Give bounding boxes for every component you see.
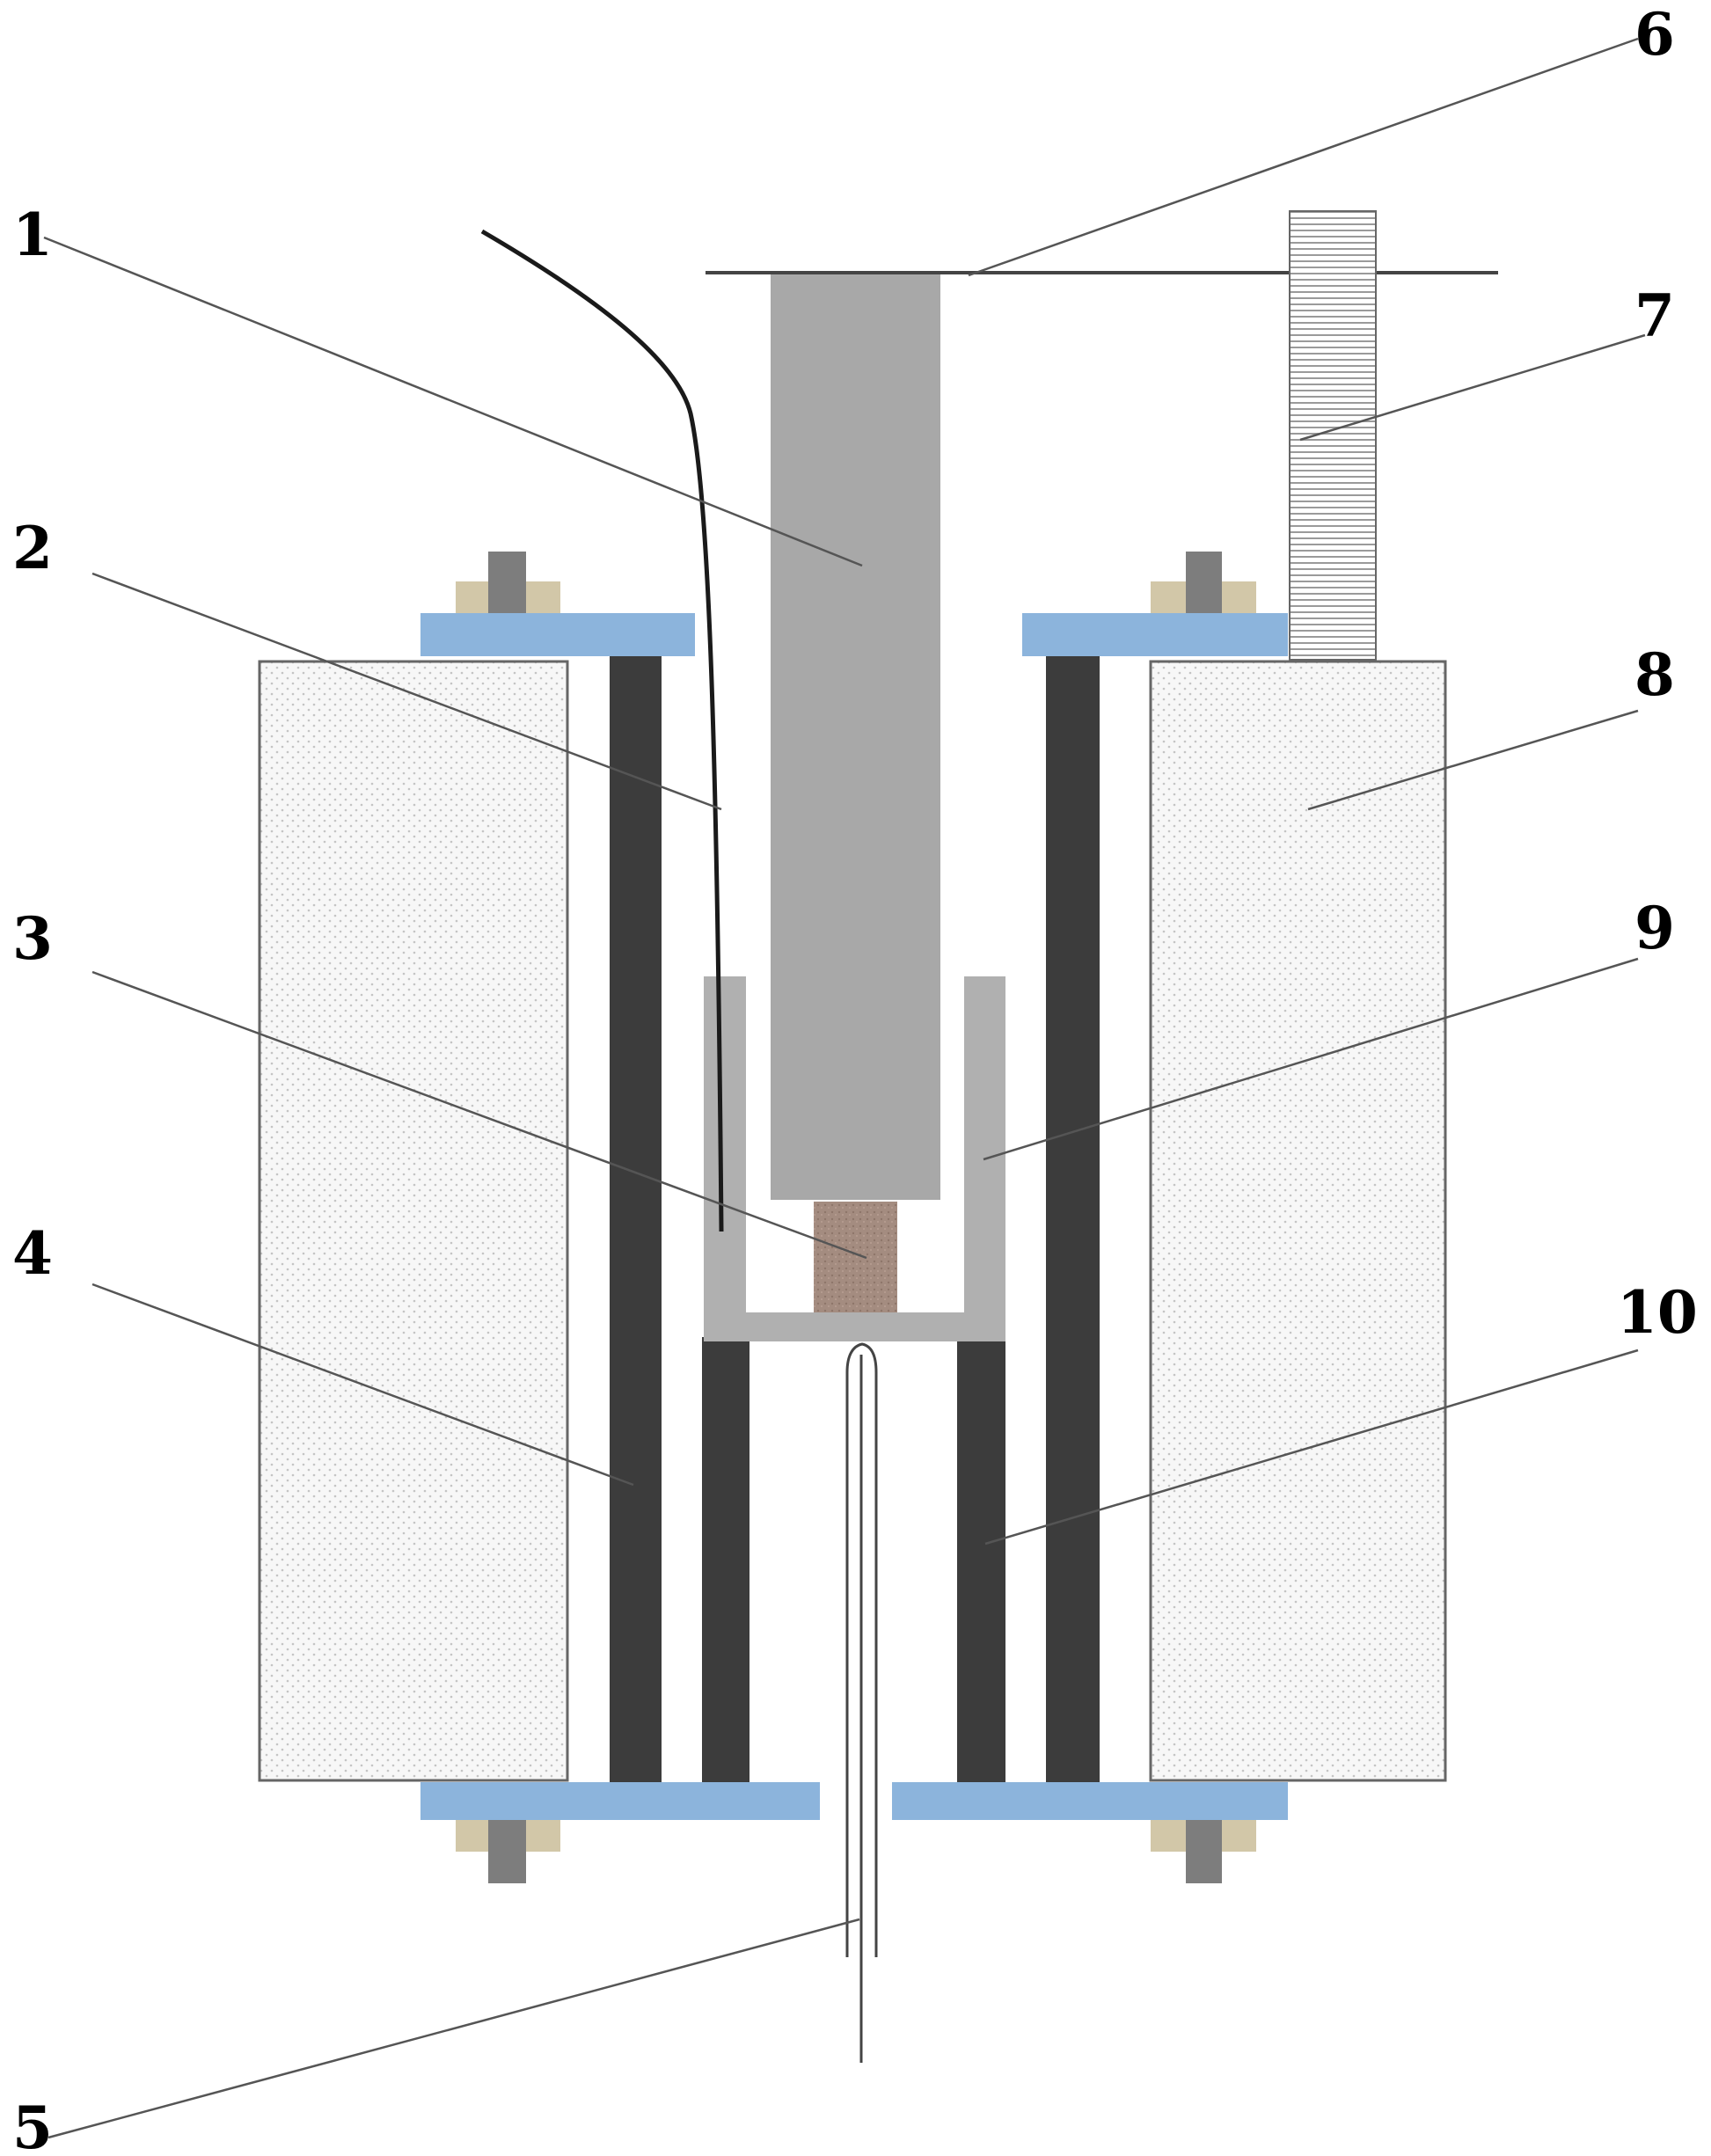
- callout-label-8: 8: [1634, 640, 1675, 709]
- leader-line-2: [91, 572, 722, 811]
- insulation-block-left: [258, 660, 569, 1782]
- callout-label-2: 2: [12, 514, 53, 582]
- bolt-top-right: [1151, 552, 1256, 613]
- callout-label-1: 1: [12, 201, 53, 269]
- top-flange-left: [420, 613, 695, 656]
- leader-line-1: [43, 236, 863, 567]
- callout-label-3: 3: [12, 904, 53, 973]
- bolt-bottom-right: [1151, 1820, 1256, 1883]
- leader-line-3: [91, 970, 867, 1260]
- bottom-flange-left: [420, 1782, 820, 1820]
- leader-line-7: [1299, 333, 1646, 442]
- heating-element-outer-right: [1046, 656, 1100, 1782]
- callout-label-6: 6: [1634, 0, 1675, 69]
- leader-line-8: [1307, 709, 1639, 811]
- crucible: [704, 976, 1005, 1341]
- bolt-top-left: [456, 552, 560, 613]
- callout-label-5: 5: [12, 2094, 53, 2156]
- callout-label-10: 10: [1617, 1278, 1698, 1347]
- leader-line-9: [983, 957, 1639, 1161]
- leader-lines: [43, 37, 1646, 2139]
- heating-element-inner-left: [702, 1337, 749, 1782]
- heating-element-outer-left: [610, 656, 662, 1782]
- callout-label-4: 4: [12, 1219, 53, 1288]
- top-flange-right: [1022, 613, 1288, 656]
- callout-label-9: 9: [1634, 894, 1675, 962]
- displacement-gauge: [1289, 210, 1377, 661]
- thermocouple-bottom: [845, 1342, 878, 2063]
- insulation-block-right: [1149, 660, 1447, 1782]
- bottom-flange-right: [892, 1782, 1288, 1820]
- leader-line-5: [48, 1918, 860, 2139]
- callout-label-7: 7: [1634, 281, 1675, 350]
- thermocouple-wire-top: [480, 229, 724, 1232]
- leader-line-10: [984, 1348, 1639, 1546]
- heating-element-inner-right: [957, 1337, 1005, 1782]
- bolt-bottom-left: [456, 1820, 560, 1883]
- sample: [814, 1202, 897, 1312]
- pressing-ram: [771, 273, 940, 1200]
- leader-line-4: [91, 1283, 634, 1487]
- leader-line-6: [968, 37, 1639, 277]
